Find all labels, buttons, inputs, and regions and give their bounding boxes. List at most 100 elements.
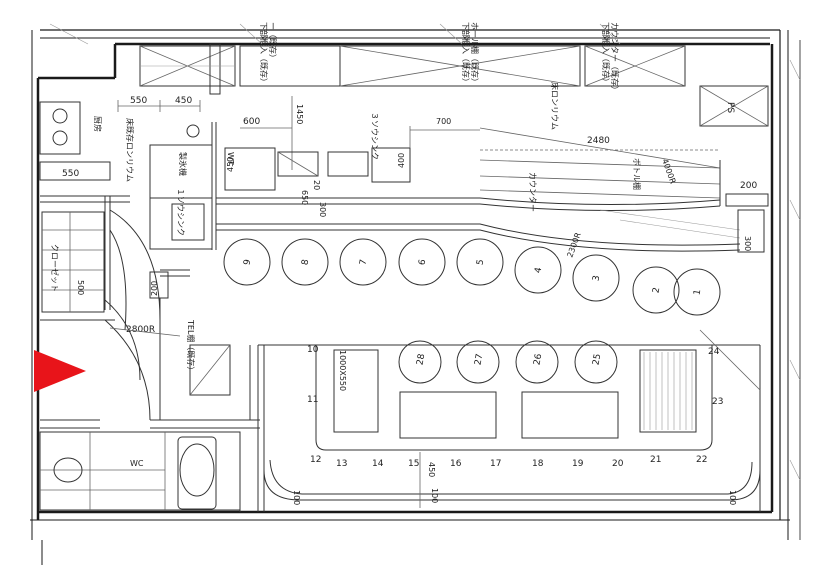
kitchen-area: 厨房 550 クローゼット 500 bbox=[39, 101, 130, 321]
perimeter-number-23: 23 bbox=[712, 397, 723, 407]
seat-circle bbox=[223, 238, 271, 286]
seat-number: 1 bbox=[693, 289, 704, 296]
perimeter-number-19: 19 bbox=[572, 459, 584, 469]
dim-2300r: 2300R bbox=[565, 231, 582, 259]
toilet-icon bbox=[179, 443, 215, 497]
perimeter-number-18: 18 bbox=[532, 459, 544, 469]
back-counter: 600 WT 450 ３ソウシンク 700 400 20 650 300 bbox=[224, 112, 480, 217]
counter-label: カウンター bbox=[528, 172, 537, 212]
ice-machine-label: 製氷機 bbox=[178, 152, 188, 176]
wash-basin-icon bbox=[53, 457, 83, 483]
dim-400: 400 bbox=[397, 153, 406, 168]
dim-200-left: 200 bbox=[150, 281, 159, 296]
dim-700: 700 bbox=[436, 117, 451, 126]
seat-number: 5 bbox=[476, 259, 487, 266]
seat-number: 2 bbox=[652, 287, 663, 294]
dim-450: 450 bbox=[175, 96, 192, 106]
burner-icon bbox=[52, 130, 68, 146]
dim-450-bottom: 450 bbox=[427, 462, 436, 477]
bar-counter: 床ロンリウム 2480 ボトル棚 4000R カウンター 2300R bbox=[216, 82, 741, 259]
seat-circle bbox=[515, 340, 559, 384]
perimeter-number-13: 13 bbox=[336, 459, 347, 469]
ice-sink-block: 製氷機 １ソウシンク bbox=[149, 122, 217, 250]
entry-area: 200 2800R TEL棚（既存） bbox=[34, 209, 260, 429]
seat-circle bbox=[514, 246, 562, 294]
perimeter-number-17: 17 bbox=[490, 459, 501, 469]
dim-600: 600 bbox=[243, 117, 260, 127]
dim-4000r: 4000R bbox=[660, 158, 677, 186]
perimeter-number-12: 12 bbox=[310, 455, 321, 465]
ps-label: PS bbox=[725, 102, 735, 113]
kitchen-label: 厨房 bbox=[93, 116, 103, 132]
floor-vinyl-left-label: 床既存ロンリウム bbox=[125, 118, 135, 182]
dim-100-left: 100 bbox=[292, 490, 301, 505]
dim-550-left: 550 bbox=[62, 169, 79, 179]
seat-number: 8 bbox=[301, 258, 312, 266]
floor-vinyl-right-label: 床ロンリウム bbox=[550, 82, 560, 130]
exist-left-label: ー（既存）下部框入（既存） bbox=[259, 22, 278, 86]
seat-number: 7 bbox=[359, 259, 370, 266]
perimeter-number-10: 10 bbox=[307, 345, 319, 355]
seat-number: 28 bbox=[416, 353, 428, 366]
perimeter-number-24: 24 bbox=[708, 347, 720, 357]
bar-stools: 9 8 7 6 5 4 3 2 1 bbox=[223, 238, 721, 316]
dim-200: 200 bbox=[740, 181, 757, 191]
wc-room: WC bbox=[39, 431, 241, 512]
exist-label-left: ー（既存）下部框入（既存） bbox=[259, 22, 278, 86]
dim-100-right: 100 bbox=[728, 490, 737, 505]
seat-number: 25 bbox=[592, 353, 604, 366]
dim-top-left: 550 450 1450 bbox=[117, 96, 304, 170]
table-seats: 28 27 26 25 bbox=[398, 340, 618, 384]
outer-walls bbox=[30, 23, 801, 565]
perimeter-number-15: 15 bbox=[408, 459, 419, 469]
sink-tap-icon bbox=[186, 124, 200, 138]
dim-300: 300 bbox=[318, 202, 327, 217]
wt-label: WT bbox=[226, 152, 235, 165]
wc-label: WC bbox=[130, 459, 144, 468]
seat-circle bbox=[281, 238, 329, 286]
seat-number: 27 bbox=[474, 353, 486, 366]
dim-2800r: 2800R bbox=[126, 325, 155, 335]
seat-circle bbox=[398, 238, 446, 286]
dim-300-right: 300 bbox=[743, 236, 752, 251]
perimeter-number-21: 21 bbox=[650, 455, 661, 465]
seat-circle bbox=[456, 238, 504, 286]
seat-circle bbox=[456, 340, 500, 384]
booth-area: 1000X550 28 27 26 25 10 11 12 13 14 15 16 1… bbox=[257, 329, 761, 512]
exist-label-mid: ホール棚（既存）下部框入（既存） bbox=[461, 22, 480, 86]
perimeter-number-14: 14 bbox=[372, 459, 384, 469]
seat-number: 26 bbox=[533, 353, 545, 366]
bottle-shelf-label: ボトル棚 bbox=[632, 158, 642, 190]
seat-number: 3 bbox=[592, 275, 603, 282]
dim-450-vertical: 450 bbox=[226, 157, 235, 172]
ps-shaft: PS 200 300 bbox=[699, 85, 769, 253]
seat-circle bbox=[398, 340, 442, 384]
sink-label: １ソウシンク bbox=[176, 188, 185, 236]
exist-mid-label: ホール棚（既存）下部框入（既存） bbox=[461, 22, 480, 86]
burner-icon bbox=[52, 108, 68, 124]
exist-right-label: カウンター（既存）下部框入（既存） bbox=[601, 22, 620, 94]
table-size-label: 1000X550 bbox=[338, 350, 347, 391]
dim-500: 500 bbox=[76, 280, 85, 295]
seat-circle bbox=[673, 268, 721, 316]
seat-number: 6 bbox=[418, 258, 429, 266]
three-sink-label: ３ソウシンク bbox=[370, 112, 379, 160]
perimeter-number-20: 20 bbox=[612, 459, 624, 469]
dim-100-bottom: 100 bbox=[430, 488, 439, 503]
seat-number: 4 bbox=[534, 266, 545, 274]
seat-circle bbox=[632, 266, 680, 314]
perimeter-number-16: 16 bbox=[450, 459, 462, 469]
dim-1450: 1450 bbox=[295, 104, 304, 124]
top-cabinets bbox=[139, 43, 686, 95]
seat-circle bbox=[574, 340, 618, 384]
seat-circle bbox=[572, 254, 620, 302]
seat-number: 9 bbox=[243, 258, 254, 266]
seat-circle bbox=[339, 238, 387, 286]
table-hatch bbox=[643, 352, 693, 430]
perimeter-number-22: 22 bbox=[696, 455, 707, 465]
closet-label: クローゼット bbox=[50, 244, 60, 292]
tel-shelf-label: TEL棚（既存） bbox=[186, 319, 196, 374]
perimeter-number-11: 11 bbox=[307, 395, 318, 405]
dim-20: 20 bbox=[312, 180, 321, 190]
